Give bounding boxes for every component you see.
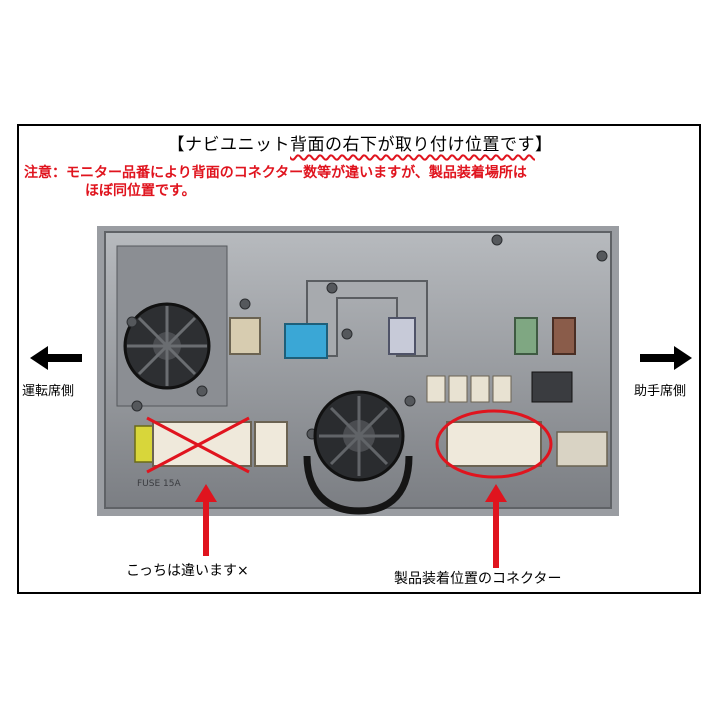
- connector-brown: [552, 317, 576, 355]
- caution-note: 注意：モニター品番により背面のコネクター数等が違いますが、製品装着場所は ほぼ同…: [24, 164, 684, 200]
- cross-mark-icon: [146, 416, 250, 474]
- fan-center: [313, 390, 405, 482]
- nav-unit-back-photo: FUSE 15A: [97, 226, 619, 516]
- title-underlined: 背面の右下が取り付け位置です: [290, 135, 535, 155]
- correct-connector-caption: 製品装着位置のコネクター: [394, 571, 562, 587]
- connector-correct: [446, 421, 542, 467]
- passenger-side-label: 助手席側: [634, 384, 687, 399]
- arrow-up-wrong-icon: [195, 484, 217, 556]
- connector-blue: [284, 323, 328, 359]
- fuse-label: FUSE 15A: [137, 479, 181, 489]
- fuse: [134, 425, 154, 463]
- arrow-up-correct-icon: [485, 484, 507, 568]
- caution-line-1: 注意：モニター品番により背面のコネクター数等が違いますが、製品装着場所は: [24, 165, 527, 181]
- wrong-connector-caption: こっちは違います×: [126, 563, 249, 579]
- arrow-left-icon: [30, 346, 82, 370]
- arrow-right-icon: [640, 346, 692, 370]
- driver-side-label: 運転席側: [22, 384, 75, 399]
- page-title: 【ナビユニット背面の右下が取り付け位置です】: [0, 130, 720, 155]
- title-close-bracket: 】: [535, 135, 553, 155]
- highlight-circle: [435, 409, 553, 479]
- connector-green: [514, 317, 538, 355]
- connector-black: [531, 371, 573, 403]
- connector-beige: [229, 317, 261, 355]
- fan-left: [123, 302, 211, 390]
- title-part1: ナビユニット: [185, 135, 290, 155]
- caution-line-2: ほぼ同位置です。: [85, 183, 196, 199]
- title-open-bracket: 【: [167, 135, 185, 155]
- connector-lavender: [388, 317, 416, 355]
